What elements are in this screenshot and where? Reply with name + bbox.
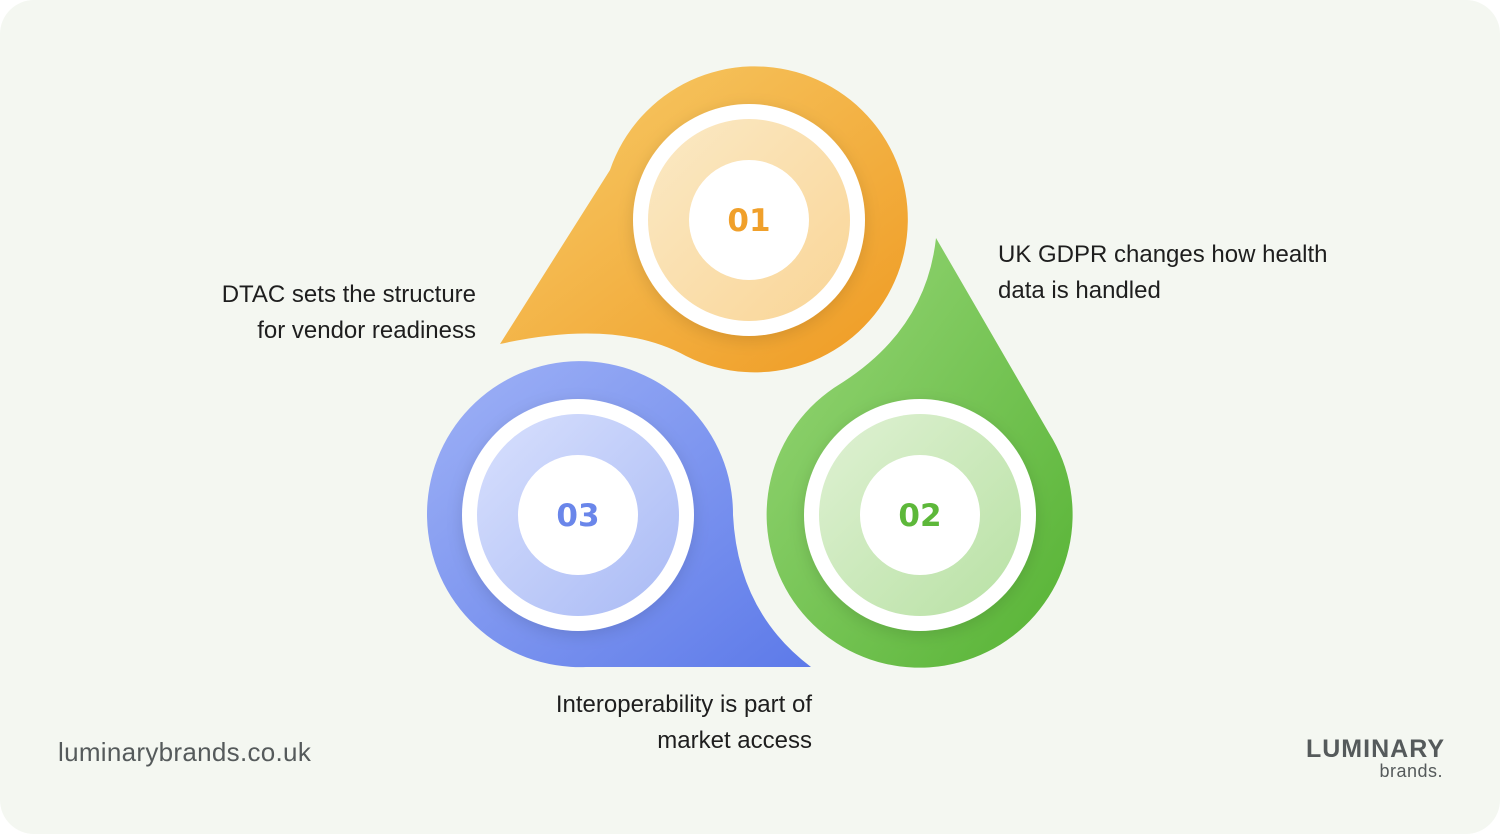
step-3-number: 03 [556, 498, 599, 534]
step-2-drop: 02 [766, 238, 1073, 668]
step-1-label: DTAC sets the structure for vendor readi… [221, 281, 476, 344]
step-1-center [689, 160, 809, 280]
step-1-drop: 01 [500, 66, 908, 373]
step-2-center [860, 455, 980, 575]
brand-logo: LUMINARY brands. [1280, 736, 1445, 780]
logo-wordmark: LUMINARY [1305, 735, 1445, 763]
step-3-center [518, 455, 638, 575]
step-2-label: UK GDPR changes how health data is handl… [998, 241, 1328, 304]
logo-subtext: brands. [1379, 761, 1443, 781]
step-3-label: Interoperability is part of market acces… [555, 691, 812, 754]
step-3-drop: 03 [427, 361, 811, 668]
website-url: luminarybrands.co.uk [58, 737, 312, 767]
step-2-number: 02 [898, 498, 941, 534]
step-1-number: 01 [727, 203, 770, 239]
